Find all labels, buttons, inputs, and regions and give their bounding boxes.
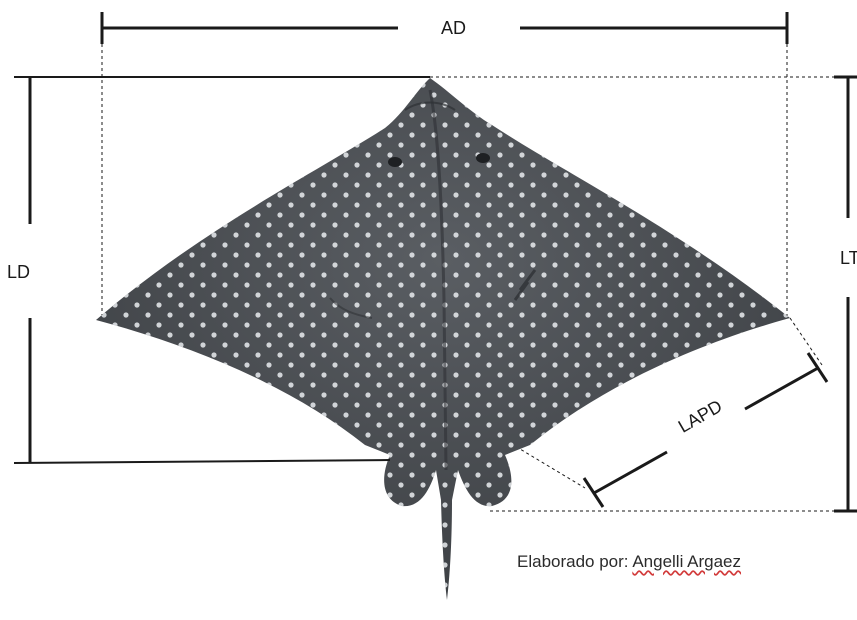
lt-dimension: [834, 77, 857, 511]
lt-label: LT: [840, 248, 857, 269]
credit-author: Angelli Argaez: [632, 552, 741, 571]
eagle-ray-illustration: [90, 70, 800, 610]
credit-line: Elaborado por: Angelli Argaez: [517, 552, 741, 572]
credit-prefix: Elaborado por:: [517, 552, 629, 571]
ad-label: AD: [441, 18, 466, 39]
right-eye-icon: [476, 153, 490, 163]
ld-label: LD: [7, 262, 30, 283]
left-eye-icon: [388, 157, 402, 167]
